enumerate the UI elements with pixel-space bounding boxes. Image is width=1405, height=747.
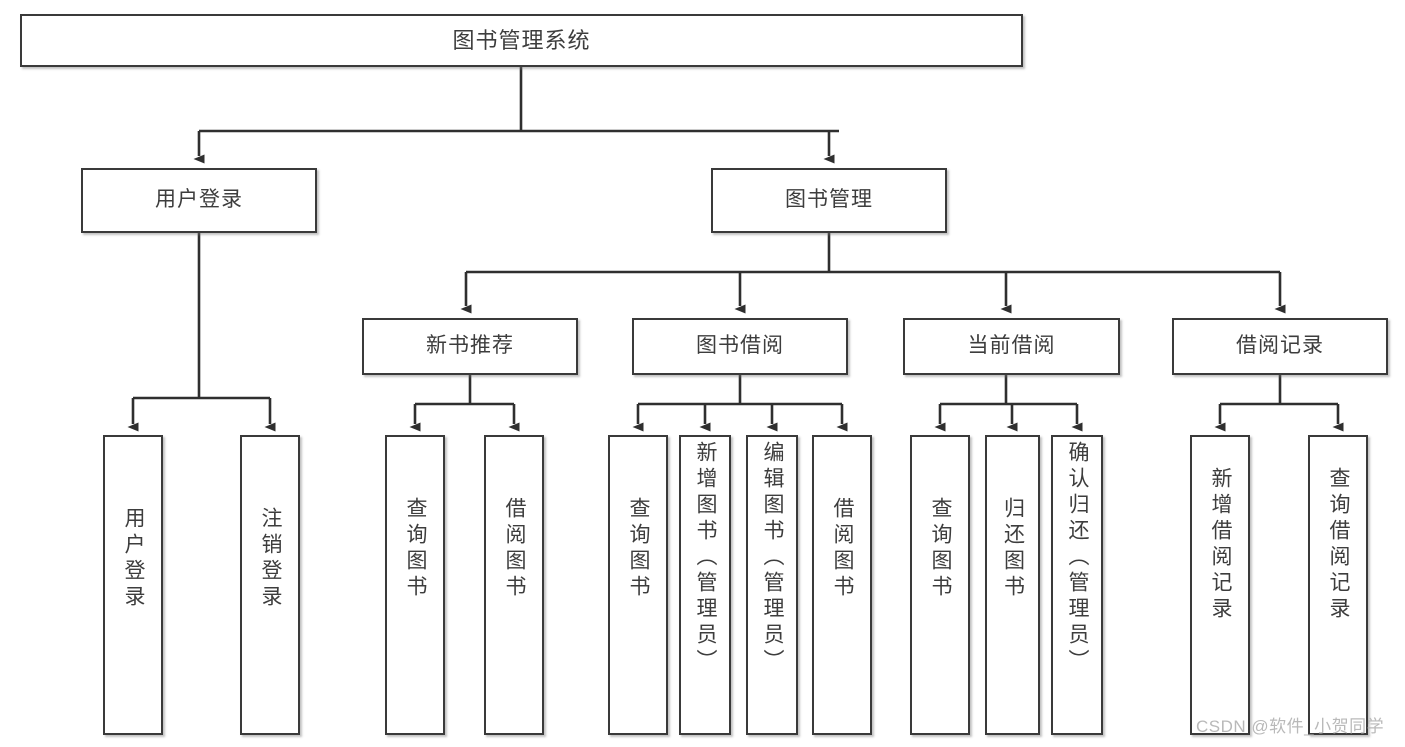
node-label: 用户登录	[122, 507, 146, 611]
node-leaf-user-login[interactable]: 用户登录	[103, 435, 163, 735]
node-leaf-query-book-current[interactable]: 查询图书	[910, 435, 970, 735]
node-label: 图书管理系统	[452, 27, 591, 53]
node-label: 查询图书	[627, 497, 651, 601]
node-label: 新书推荐	[426, 334, 514, 358]
node-leaf-logout-login[interactable]: 注销登录	[240, 435, 300, 735]
node-leaf-return-book[interactable]: 归还图书	[985, 435, 1040, 735]
node-label: 归还图书	[1001, 497, 1025, 601]
node-borrow-record[interactable]: 借阅记录	[1172, 318, 1388, 375]
node-current-borrow[interactable]: 当前借阅	[903, 318, 1120, 375]
node-label: 查询借阅记录	[1327, 467, 1351, 623]
node-label: 查询图书	[929, 497, 953, 601]
node-book-borrow[interactable]: 图书借阅	[632, 318, 848, 375]
node-user-login[interactable]: 用户登录	[81, 168, 317, 233]
node-new-book-recommend[interactable]: 新书推荐	[362, 318, 578, 375]
node-label: 确认归还（管理员）	[1066, 441, 1090, 675]
node-label: 当前借阅	[967, 334, 1056, 358]
node-label: 用户登录	[155, 188, 243, 212]
node-book-manage[interactable]: 图书管理	[711, 168, 947, 233]
node-leaf-query-book-recommend[interactable]: 查询图书	[385, 435, 445, 735]
node-leaf-query-borrow-record[interactable]: 查询借阅记录	[1308, 435, 1368, 735]
node-label: 借阅图书	[503, 497, 527, 601]
node-label: 编辑图书（管理员）	[761, 441, 785, 675]
node-label: 借阅图书	[831, 497, 855, 601]
node-leaf-confirm-return[interactable]: 确认归还（管理员）	[1051, 435, 1103, 735]
node-label: 图书借阅	[696, 334, 784, 358]
node-label: 图书管理	[785, 188, 873, 212]
node-label: 查询图书	[404, 497, 428, 601]
node-leaf-borrow-book[interactable]: 借阅图书	[812, 435, 872, 735]
node-label: 借阅记录	[1236, 334, 1324, 358]
node-leaf-add-book[interactable]: 新增图书（管理员）	[679, 435, 731, 735]
node-leaf-borrow-book-recommend[interactable]: 借阅图书	[484, 435, 544, 735]
node-label: 注销登录	[259, 507, 283, 611]
node-label: 新增图书（管理员）	[694, 441, 718, 675]
node-leaf-query-book-borrow[interactable]: 查询图书	[608, 435, 668, 735]
node-leaf-edit-book[interactable]: 编辑图书（管理员）	[746, 435, 798, 735]
node-label: 新增借阅记录	[1209, 467, 1233, 623]
node-book-management-system[interactable]: 图书管理系统	[20, 14, 1023, 67]
node-leaf-add-borrow-record[interactable]: 新增借阅记录	[1190, 435, 1250, 735]
